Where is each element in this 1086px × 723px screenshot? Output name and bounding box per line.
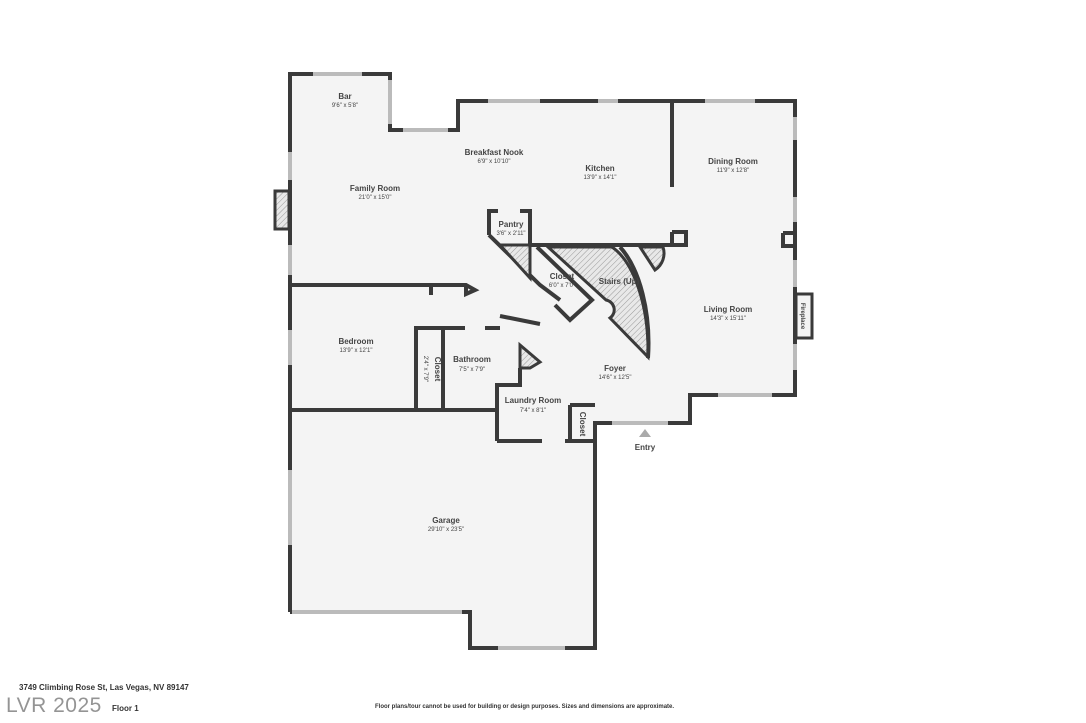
room-dims-bathroom: 7'5" x 7'9"	[459, 367, 485, 373]
room-label-entry-closet: Closet	[578, 412, 587, 437]
room-label-breakfast-nook: Breakfast Nook	[465, 148, 524, 157]
room-label-living-room: Living Room	[704, 305, 752, 314]
entry-arrow-icon	[639, 429, 651, 437]
room-dims-bedroom-closet: 2'4" x 7'9"	[422, 356, 428, 382]
room-dims-foyer: 14'6" x 12'5"	[599, 375, 632, 381]
room-dims-kitchen: 13'9" x 14'1"	[584, 175, 617, 181]
room-dims-bedroom: 13'9" x 12'1"	[340, 348, 373, 354]
property-address: 3749 Climbing Rose St, Las Vegas, NV 891…	[19, 683, 189, 692]
hatched-area	[496, 243, 532, 282]
disclaimer: Floor plans/tour cannot be used for buil…	[375, 704, 675, 710]
room-dims-dining-room: 11'9" x 12'8"	[717, 168, 749, 174]
room-label-garage: Garage	[432, 516, 460, 525]
floor-label: Floor 1	[112, 704, 139, 713]
chimney	[273, 189, 291, 231]
room-dims-breakfast-nook: 6'9" x 10'10"	[478, 159, 511, 165]
windows	[288, 72, 797, 650]
room-dims-family-room: 21'0" x 15'0"	[359, 195, 392, 201]
room-label-bar: Bar	[338, 92, 351, 101]
room-label-pantry: Pantry	[499, 220, 524, 229]
fireplace-label: Fireplace	[799, 303, 805, 330]
hatched-area	[518, 341, 543, 370]
room-dims-closet: 6'0" x 7'0"	[549, 283, 575, 289]
stairs-landing-hatch	[637, 245, 666, 273]
room-label-family-room: Family Room	[350, 184, 400, 193]
room-label-stairs: Stairs (Up)	[599, 277, 640, 286]
room-label-closet: Closet	[550, 272, 575, 281]
entry-label: Entry	[635, 443, 656, 452]
room-dims-pantry: 3'6" x 2'11"	[496, 231, 525, 237]
room-label-kitchen: Kitchen	[585, 164, 614, 173]
room-label-bedroom-closet: Closet	[433, 357, 442, 382]
room-dims-bar: 9'6" x 5'8"	[332, 103, 358, 109]
room-label-laundry-room: Laundry Room	[505, 396, 561, 405]
watermark: LVR 2025	[6, 694, 102, 717]
floor-area	[290, 74, 795, 648]
room-label-bedroom: Bedroom	[338, 337, 373, 346]
room-label-bathroom: Bathroom	[453, 355, 491, 364]
room-label-foyer: Foyer	[604, 364, 626, 373]
stairs-wall	[618, 245, 651, 359]
room-label-dining-room: Dining Room	[708, 157, 758, 166]
room-dims-laundry-room: 7'4" x 8'1"	[520, 408, 546, 414]
room-dims-living-room: 14'3" x 15'11"	[710, 316, 746, 322]
fireplace	[794, 292, 814, 340]
room-dims-garage: 29'10" x 23'5"	[428, 527, 464, 533]
